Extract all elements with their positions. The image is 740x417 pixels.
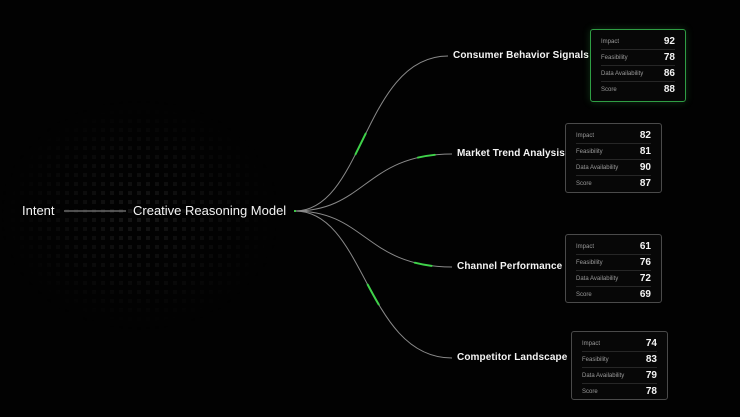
- metric-key: Data Availability: [576, 275, 619, 282]
- metric-value: 87: [639, 178, 651, 189]
- metric-key: Data Availability: [601, 70, 644, 77]
- metric-card-competitor-landscape[interactable]: Impact 74 Feasibility 83 Data Availability…: [571, 331, 668, 400]
- metric-row: Feasibility 83: [582, 352, 657, 368]
- branch-connector-glow: [294, 153, 453, 212]
- branch-connector-glow: [294, 210, 453, 268]
- metric-row: Feasibility 78: [601, 50, 675, 66]
- metric-value: 69: [639, 289, 651, 300]
- branch-connector: [294, 153, 453, 212]
- metric-value: 88: [663, 84, 675, 95]
- metric-row: Data Availability 90: [576, 160, 651, 176]
- metric-row: Score 88: [601, 82, 675, 97]
- metric-card-channel-performance[interactable]: Impact 61 Feasibility 76 Data Availability…: [565, 234, 662, 303]
- metric-key: Data Availability: [576, 164, 619, 171]
- branch-connector-glow: [294, 55, 449, 212]
- metric-value: 61: [639, 241, 651, 252]
- metric-value: 78: [663, 52, 675, 63]
- branch-label-channel-performance[interactable]: Channel Performance: [457, 261, 563, 272]
- metric-row: Data Availability 86: [601, 66, 675, 82]
- metric-row: Feasibility 76: [576, 255, 651, 271]
- branch-connector: [294, 55, 449, 212]
- branch-label-market-trend[interactable]: Market Trend Analysis: [457, 148, 565, 159]
- branch-label-competitor-landscape[interactable]: Competitor Landscape: [457, 352, 568, 363]
- metric-value: 74: [645, 338, 657, 349]
- metric-key: Score: [576, 180, 592, 187]
- intent-node: Intent: [22, 203, 55, 218]
- metric-value: 81: [639, 146, 651, 157]
- metric-value: 83: [645, 354, 657, 365]
- metric-key: Score: [576, 291, 592, 298]
- metric-row: Data Availability 72: [576, 271, 651, 287]
- metric-value: 79: [645, 370, 657, 381]
- metric-key: Impact: [601, 38, 620, 45]
- metric-value: 92: [663, 36, 675, 47]
- metric-key: Score: [601, 86, 617, 93]
- metric-key: Feasibility: [582, 356, 609, 363]
- metric-row: Feasibility 81: [576, 144, 651, 160]
- metric-row: Score 69: [576, 287, 651, 302]
- branch-connector: [294, 210, 453, 268]
- metric-card-market-trend[interactable]: Impact 82 Feasibility 81 Data Availability…: [565, 123, 662, 193]
- metric-value: 82: [639, 130, 651, 141]
- metric-row: Impact 74: [582, 336, 657, 352]
- metric-row: Data Availability 79: [582, 368, 657, 384]
- metric-key: Data Availability: [582, 372, 625, 379]
- branch-label-consumer-behavior[interactable]: Consumer Behavior Signals: [453, 50, 589, 61]
- metric-row: Score 87: [576, 176, 651, 191]
- metric-value: 76: [639, 257, 651, 268]
- metric-value: 86: [663, 68, 675, 79]
- metric-key: Feasibility: [576, 148, 603, 155]
- model-node: Creative Reasoning Model: [133, 203, 287, 218]
- metric-value: 78: [645, 386, 657, 397]
- metric-key: Impact: [576, 243, 595, 250]
- metric-value: 90: [639, 162, 651, 173]
- metric-value: 72: [639, 273, 651, 284]
- metric-key: Feasibility: [601, 54, 628, 61]
- metric-key: Impact: [576, 132, 595, 139]
- dot-grid-background: [0, 100, 280, 330]
- metric-key: Feasibility: [576, 259, 603, 266]
- branch-connector-glow: [294, 210, 453, 359]
- metric-row: Impact 61: [576, 239, 651, 255]
- branch-connector: [294, 210, 453, 359]
- metric-row: Score 78: [582, 384, 657, 399]
- metric-row: Impact 92: [601, 34, 675, 50]
- metric-key: Impact: [582, 340, 601, 347]
- metric-key: Score: [582, 388, 598, 395]
- metric-row: Impact 82: [576, 128, 651, 144]
- metric-card-consumer-behavior[interactable]: Impact 92 Feasibility 78 Data Availability…: [590, 29, 686, 102]
